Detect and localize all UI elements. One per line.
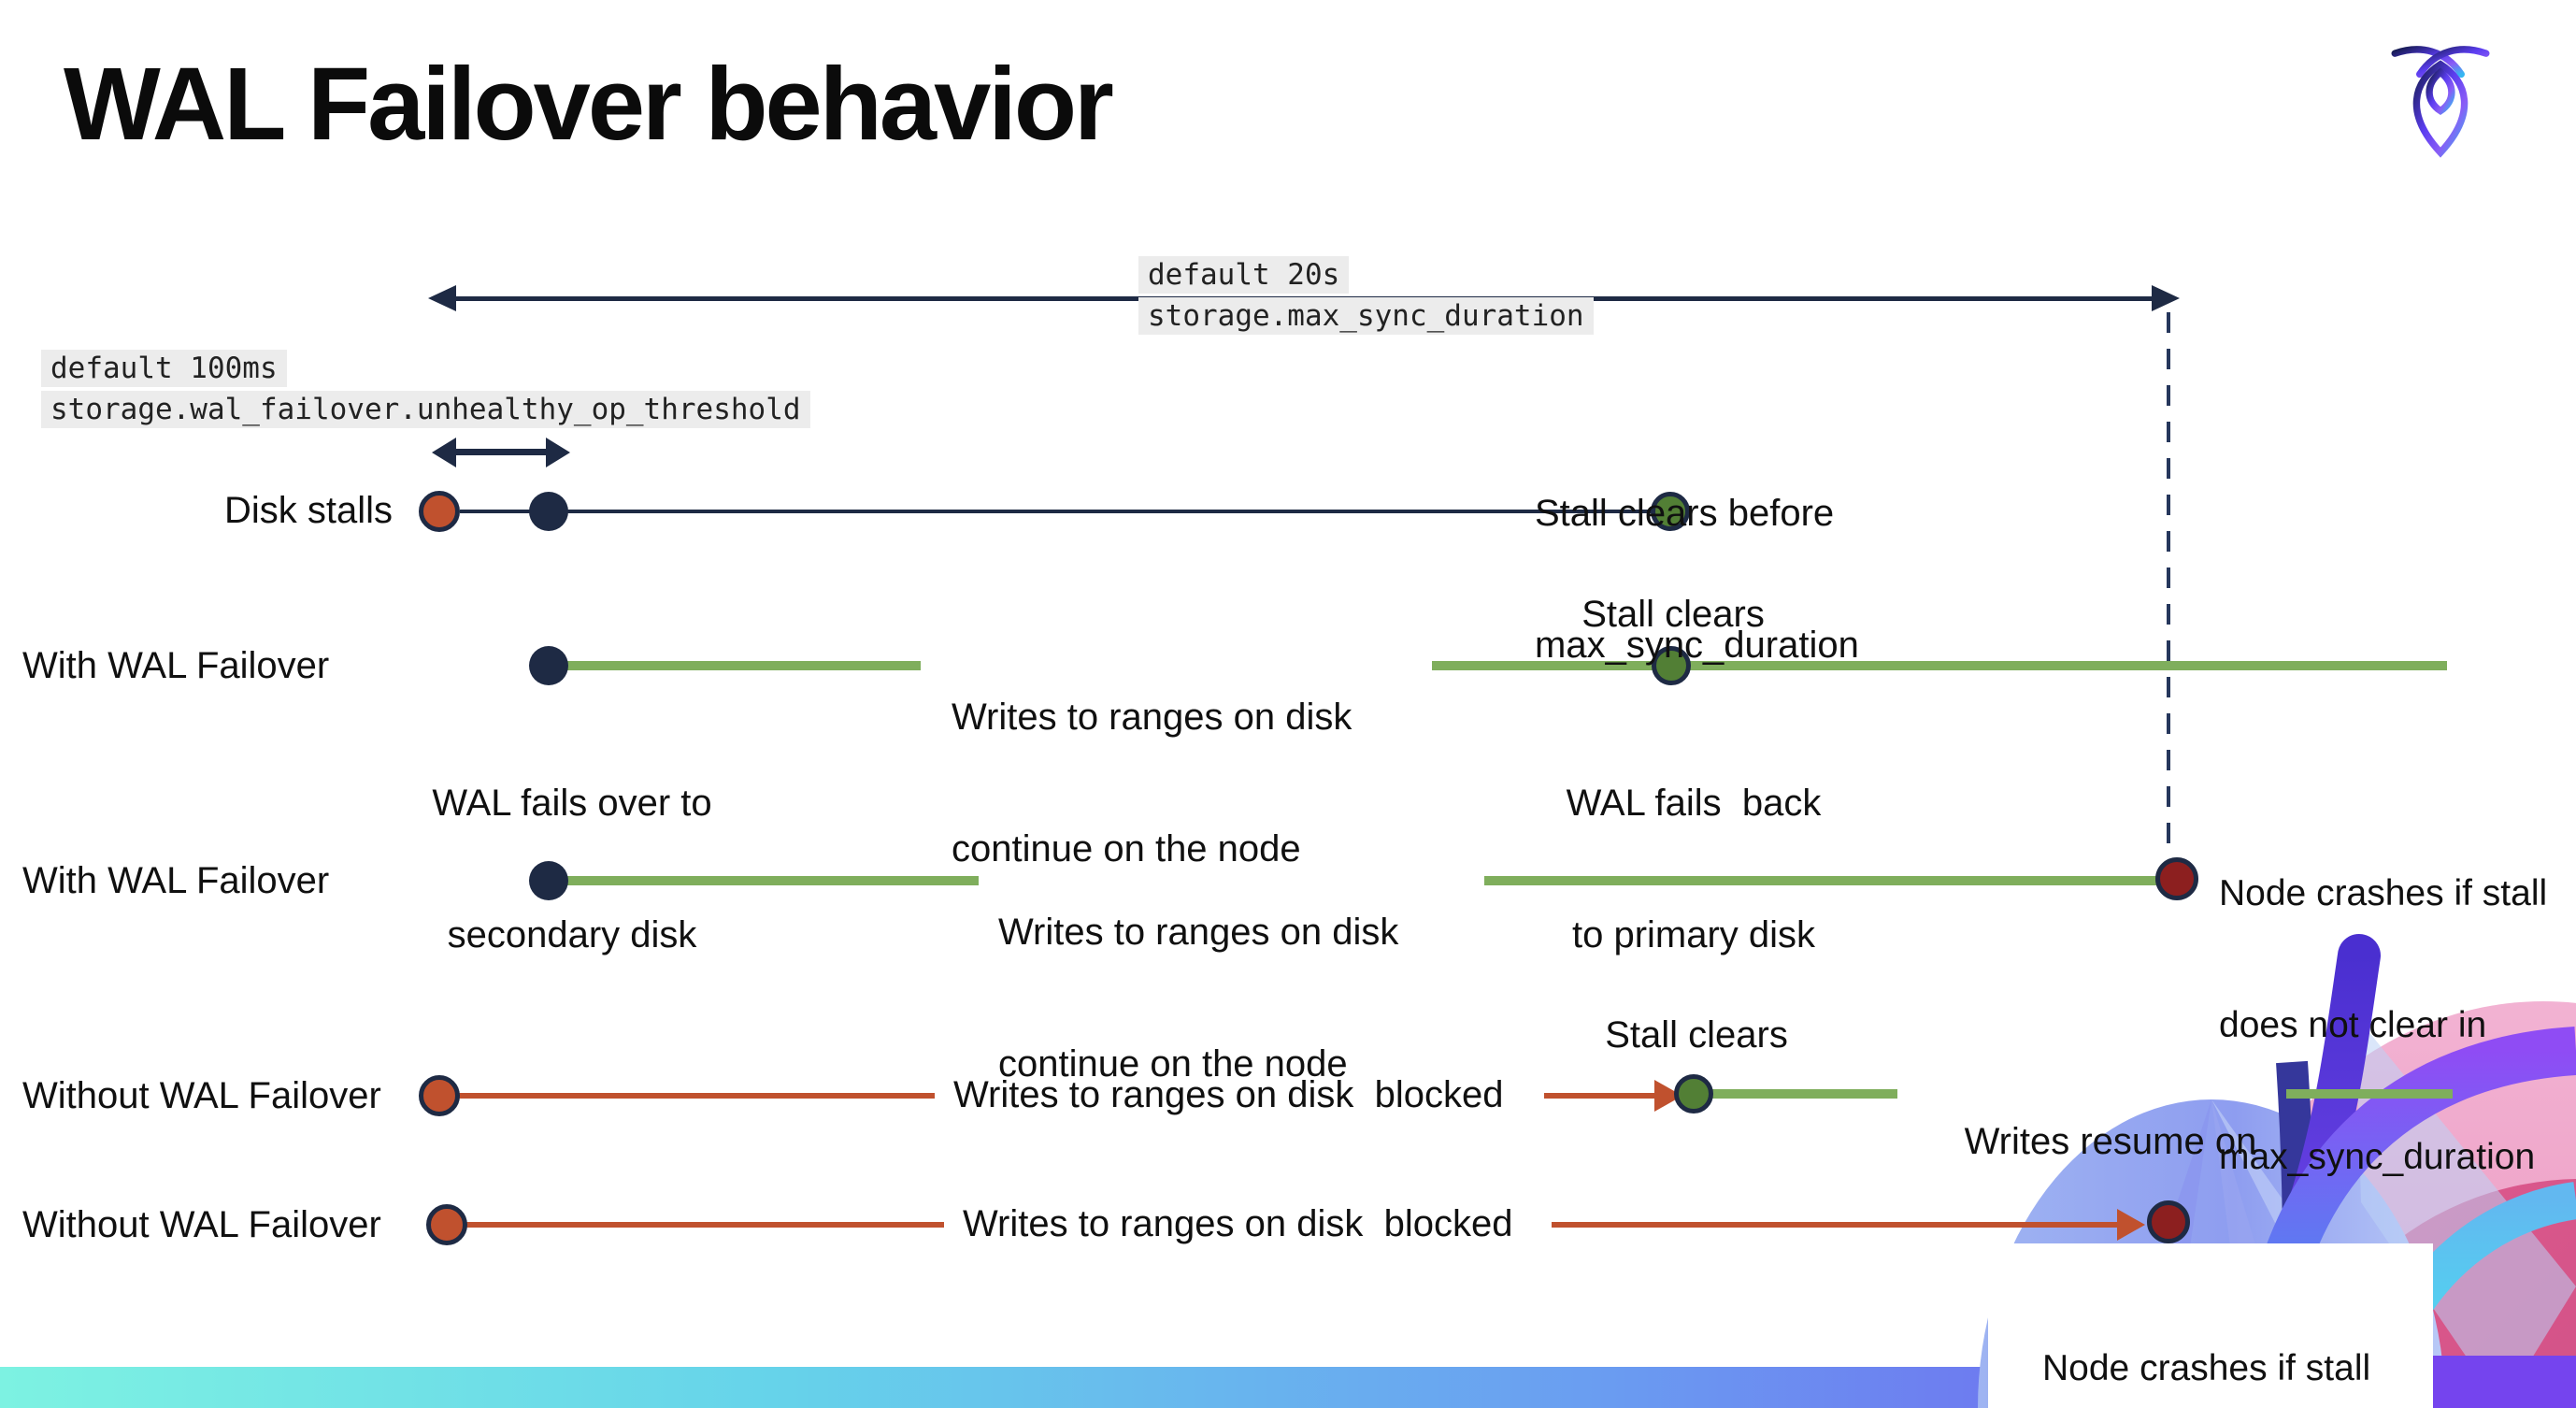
threshold-default-label: default 100ms [41, 350, 287, 387]
arrow-right-head [2152, 285, 2180, 311]
green-line-2a [561, 876, 979, 885]
row-label-without-wal-2: Without WAL Failover [22, 1204, 381, 1245]
threshold-setting-label: storage.wal_failover.unhealthy_op_thresh… [41, 391, 810, 428]
row-label-with-wal-2: With WAL Failover [22, 860, 330, 901]
threshold-arrow-left-head [432, 438, 456, 467]
stall-clears-mid-text: Stall clears [1581, 594, 1765, 635]
node-crashes-text-1: Node crashes if stall does not clear in … [2219, 873, 2548, 1177]
stall-start-dot [419, 491, 460, 532]
wal-fails-back-text: WAL fails back to primary disk [1566, 783, 1822, 955]
max-sync-default-label: default 20s [1138, 256, 1350, 294]
failover-trigger-dot [529, 492, 568, 531]
writes-blocked-text-2: Writes to ranges on disk blocked [963, 1203, 1513, 1244]
stall-start-dot-3 [426, 1204, 467, 1245]
node-crash-dot-2 [2147, 1200, 2190, 1243]
writes-continue-text-1: Writes to ranges on disk continue on the… [952, 697, 1352, 869]
stall-start-dot-2 [419, 1075, 460, 1116]
node-crashes-text-2: Node crashes if stall does not clear in … [2042, 1348, 2371, 1388]
failover-dot-1 [529, 646, 568, 685]
wal-fails-over-text: WAL fails over to secondary disk [432, 783, 712, 955]
stall-clears-dot-mid [1652, 646, 1691, 685]
row-label-without-wal-1: Without WAL Failover [22, 1075, 381, 1116]
green-line-1b [1432, 661, 2447, 670]
stall-clears-dot-top [1651, 492, 1690, 531]
max-sync-setting-label: storage.max_sync_duration [1138, 297, 1594, 335]
disk-stalls-timeline [460, 510, 1656, 513]
green-line-3b [2286, 1089, 2453, 1099]
failover-dot-2 [529, 861, 568, 900]
green-line-3a [1709, 1089, 1897, 1099]
red-line-1a [458, 1093, 935, 1099]
cockroach-logo-icon [2391, 41, 2490, 161]
red-arrow-head-2 [2117, 1209, 2145, 1241]
stall-clears-bottom-text: Stall clears [1605, 1014, 1788, 1056]
red-line-2b [1552, 1222, 2120, 1228]
stall-clears-dot-bottom [1674, 1074, 1713, 1113]
green-line-1a [561, 661, 921, 670]
writes-continue-text-2: Writes to ranges on disk continue on the… [998, 912, 1399, 1085]
arrow-left-head [428, 285, 456, 311]
max-sync-deadline-dashed-line [2167, 312, 2170, 857]
threshold-arrow-right-head [546, 438, 570, 467]
node-crashes-callout-box [1988, 1243, 2433, 1408]
page-title: WAL Failover behavior [64, 47, 1114, 162]
threshold-arrow-line [454, 449, 548, 455]
red-line-1b [1544, 1093, 1657, 1099]
stall-clears-before-text: Stall clears before max_sync_duration [1535, 493, 1859, 666]
green-line-2b [1484, 876, 2161, 885]
node-crash-dot-1 [2155, 857, 2198, 900]
writes-blocked-text-1: Writes to ranges on disk blocked [953, 1074, 1504, 1115]
red-line-2a [465, 1222, 944, 1228]
row-label-disk-stalls: Disk stalls [223, 490, 393, 531]
row-label-with-wal-1: With WAL Failover [22, 645, 330, 686]
